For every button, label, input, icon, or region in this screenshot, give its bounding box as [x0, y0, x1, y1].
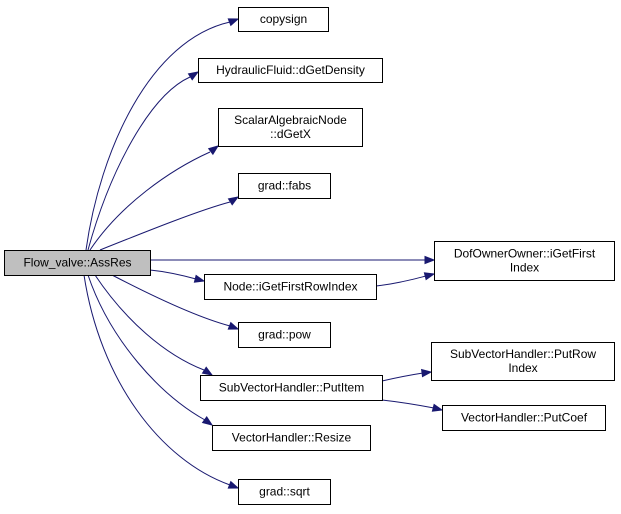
node-box[interactable] — [442, 405, 606, 431]
edge-root-to-n8 — [94, 274, 214, 376]
node-label: Node::iGetFirstRowIndex — [223, 280, 357, 294]
node-label: Flow_valve::AssRes — [23, 256, 131, 270]
node-box[interactable] — [238, 173, 331, 199]
arrowhead — [431, 403, 444, 412]
edge-root-to-n3 — [89, 145, 220, 251]
edge-root-to-n11 — [87, 274, 214, 426]
node-n1[interactable]: copysign — [238, 7, 329, 32]
node-n12[interactable]: grad::sqrt — [238, 479, 331, 505]
edge-line — [111, 274, 231, 327]
edges-layer — [83, 18, 444, 489]
edge-root-to-n12 — [83, 274, 240, 489]
node-box[interactable] — [238, 479, 331, 505]
edge-n8-to-n9 — [381, 368, 433, 382]
arrowhead — [421, 368, 433, 378]
node-label: Index — [510, 261, 539, 275]
edge-root-to-n1 — [85, 18, 240, 251]
node-box[interactable] — [238, 7, 329, 32]
node-root[interactable]: Flow_valve::AssRes — [4, 250, 151, 276]
arrowhead — [227, 480, 240, 489]
node-n11[interactable]: VectorHandler::Resize — [212, 425, 371, 451]
edge-line — [89, 151, 211, 251]
node-box[interactable] — [238, 322, 331, 348]
node-n7[interactable]: grad::pow — [238, 322, 331, 348]
node-label: copysign — [260, 12, 307, 26]
arrowhead — [227, 321, 240, 330]
arrowhead — [187, 71, 200, 81]
arrowhead — [227, 18, 240, 27]
arrowhead — [227, 196, 240, 206]
node-label: DofOwnerOwner::iGetFirst — [454, 247, 596, 261]
node-n2[interactable]: HydraulicFluid::dGetDensity — [198, 58, 383, 83]
node-label: SubVectorHandler::PutRow — [450, 347, 596, 361]
edge-line — [99, 201, 231, 251]
node-label: grad::sqrt — [259, 485, 310, 499]
node-label: grad::fabs — [258, 179, 311, 193]
arrowhead — [193, 274, 206, 283]
arrowhead — [201, 416, 214, 426]
node-box[interactable] — [198, 58, 383, 83]
arrowhead — [207, 145, 220, 156]
edge-line — [375, 275, 427, 287]
node-label: HydraulicFluid::dGetDensity — [216, 63, 365, 77]
node-box[interactable] — [218, 108, 363, 147]
edge-line — [149, 269, 197, 280]
node-box[interactable] — [204, 274, 377, 300]
node-label: ::dGetX — [270, 127, 311, 141]
node-box[interactable] — [431, 342, 615, 381]
node-label: ScalarAlgebraicNode — [234, 113, 347, 127]
edge-line — [85, 21, 231, 251]
edge-line — [87, 76, 191, 251]
edge-line — [87, 274, 206, 421]
node-n4[interactable]: grad::fabs — [238, 173, 331, 199]
edge-line — [381, 372, 424, 382]
edge-line — [94, 274, 205, 371]
node-n6[interactable]: Node::iGetFirstRowIndex — [204, 274, 377, 300]
arrowhead — [201, 366, 214, 376]
node-box[interactable] — [212, 425, 371, 451]
node-label: VectorHandler::Resize — [232, 431, 352, 445]
node-label: grad::pow — [258, 328, 311, 342]
node-box[interactable] — [4, 250, 151, 276]
edge-line — [83, 274, 231, 486]
edge-n8-to-n10 — [381, 399, 444, 412]
edge-line — [381, 399, 435, 409]
node-n3[interactable]: ScalarAlgebraicNode::dGetX — [218, 108, 363, 147]
edge-root-to-n4 — [99, 196, 240, 251]
edge-root-to-n2 — [87, 71, 200, 251]
edge-root-to-n6 — [149, 269, 206, 283]
edge-n6-to-n5 — [375, 272, 436, 287]
node-box[interactable] — [434, 241, 615, 281]
edge-root-to-n7 — [111, 274, 240, 330]
node-label: SubVectorHandler::PutItem — [219, 381, 364, 395]
arrowhead — [423, 272, 436, 281]
arrowhead — [424, 255, 436, 265]
node-label: Index — [508, 361, 537, 375]
nodes-layer: Flow_valve::AssRes copysignHydraulicFluid… — [4, 7, 615, 505]
node-label: VectorHandler::PutCoef — [461, 411, 588, 425]
node-n8[interactable]: SubVectorHandler::PutItem — [200, 375, 383, 401]
node-box[interactable] — [200, 375, 383, 401]
edge-root-to-n5 — [150, 255, 436, 265]
node-n10[interactable]: VectorHandler::PutCoef — [442, 405, 606, 431]
